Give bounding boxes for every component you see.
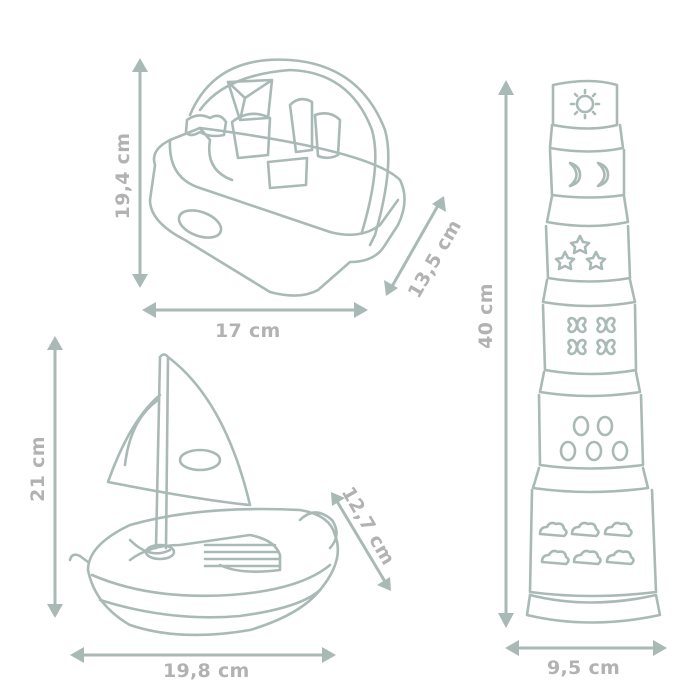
shape-sorter-drawing (148, 58, 406, 297)
clouds (538, 521, 635, 566)
sailboat-width-label: 19,8 cm (163, 660, 250, 682)
stacking-cups-width-label: 9,5 cm (547, 657, 621, 679)
sailboat-depth-arrow (331, 492, 391, 591)
shape-sorter-width-arrow (142, 302, 368, 318)
stacking-cups-height-arrow (498, 80, 514, 628)
stacking-cups-drawing (525, 79, 662, 624)
shape-sorter-depth-arrow (384, 196, 446, 296)
ladybugs (559, 415, 629, 462)
sailboat-height-label: 21 cm (27, 436, 49, 502)
sailboat-height-arrow (47, 336, 63, 618)
stacking-cups-width-arrow (505, 640, 667, 656)
shape-sorter-height-arrow (132, 58, 148, 288)
shape-sorter-width-label: 17 cm (215, 320, 281, 342)
sailboat-drawing (68, 353, 340, 637)
shape-sorter-height-label: 19,4 cm (112, 132, 134, 220)
butterflies (567, 316, 616, 356)
sailboat-width-arrow (70, 647, 336, 663)
stacking-cups-height-label: 40 cm (475, 283, 497, 349)
